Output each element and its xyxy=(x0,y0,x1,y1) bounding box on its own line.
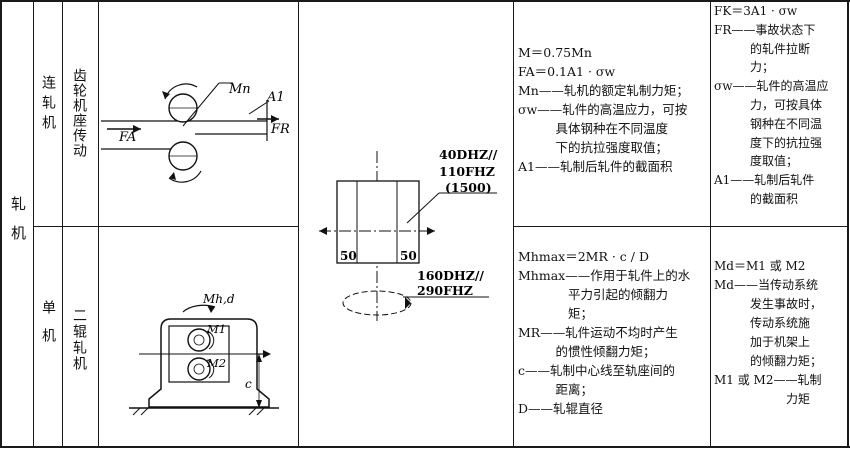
col-line-5 xyxy=(513,0,514,448)
dim-right: 50 xyxy=(400,249,417,263)
formula-line: 平力引起的倾翻力 xyxy=(518,287,669,302)
accident-line: FK＝3A1 · σw xyxy=(714,4,798,18)
center-code-top-1: 40DHZ// xyxy=(439,147,498,162)
formula-line: σw——轧件的高温应力，可按 xyxy=(518,102,688,117)
center-code-top-2: 110FHZ xyxy=(439,164,495,179)
formula-line: 的惯性倾翻力矩； xyxy=(518,344,656,359)
accident-line: A1——轧制后轧件 xyxy=(714,173,815,188)
single-drive-label: 二辊轧机 xyxy=(71,308,87,372)
label-a1: A1 xyxy=(266,90,285,105)
row-divider-left xyxy=(33,226,298,227)
formula-line: M＝0.75Mn xyxy=(518,45,592,60)
col-line-6 xyxy=(710,0,711,448)
two-roll-mill-figure: Mh,d M1 M2 c xyxy=(129,292,279,416)
border-bottom xyxy=(0,446,850,448)
accident-line: M1 或 M2——轧制 xyxy=(714,373,822,387)
upper-roll-2 xyxy=(187,328,211,352)
row-group-char-2: 机 xyxy=(9,225,27,242)
formula-line: Mhmax——作用于轧件上的水 xyxy=(518,268,691,283)
formula-line: 距离； xyxy=(518,382,594,397)
accident-line: Md——当传动系统 xyxy=(714,278,818,292)
accident-line: 钢种在不同温 xyxy=(714,116,823,131)
accident-line: 的截面积 xyxy=(714,191,799,206)
continuous-drive-label: 齿轮机座传动 xyxy=(71,68,87,158)
row-group-char-1: 轧 xyxy=(9,196,27,213)
accident-line: σw——轧件的高温应 xyxy=(714,79,829,94)
center-code-top-3: (1500) xyxy=(445,180,492,195)
accident-line: 度取值； xyxy=(714,154,799,169)
lower-roll-2 xyxy=(187,357,211,381)
formula-line: D——轧辊直径 xyxy=(518,401,604,416)
continuous-mill-figure: Mn A1 FA FR xyxy=(101,82,290,183)
label-c: c xyxy=(245,377,252,391)
row-divider-right xyxy=(513,226,848,227)
col-line-4 xyxy=(298,0,299,448)
accident-line: 力； xyxy=(714,60,775,75)
border-left xyxy=(0,0,2,448)
accident-line: 力矩 xyxy=(714,392,811,406)
formula-line: Mhmax＝2MR · c / D xyxy=(518,249,649,264)
single-accident: Md＝M1 或 M2 Md——当传动系统 发生事故时， 传动系统施 加于机架上 … xyxy=(714,257,822,409)
single-type-label: 单机 xyxy=(40,300,56,356)
formula-line: A1——轧制后轧件的截面积 xyxy=(518,159,673,174)
formula-line: FA＝0.1A1 · σw xyxy=(518,64,616,79)
formula-line: c——轧制中心线至轨座间的 xyxy=(518,363,676,378)
continuous-type-label: 连轧机 xyxy=(40,75,56,135)
accident-line: 度下的抗拉强 xyxy=(714,135,823,150)
continuous-formulas: M＝0.75Mn FA＝0.1A1 · σw Mn——轧机的额定轧制力矩； σw… xyxy=(518,43,689,176)
label-mhd: Mh,d xyxy=(202,292,235,306)
formula-line: MR——轧件运动不均时产生 xyxy=(518,325,678,340)
accident-line: 力，可按具体 xyxy=(714,97,823,112)
label-m1: M1 xyxy=(206,322,226,336)
formula-line: 矩； xyxy=(518,306,594,321)
col-line-2 xyxy=(62,0,63,448)
dim-left: 50 xyxy=(340,249,357,263)
label-m2: M2 xyxy=(206,356,226,370)
row-group-label: 轧机 xyxy=(8,196,29,242)
border-top xyxy=(0,0,850,2)
accident-line: 传动系统施 xyxy=(714,316,811,330)
formula-line: 下的抗拉强度取值； xyxy=(518,140,669,155)
accident-line: Md＝M1 或 M2 xyxy=(714,259,806,273)
label-fr: FR xyxy=(270,122,290,137)
accident-line: 的倾翻力矩； xyxy=(714,354,823,368)
accident-line: 发生事故时， xyxy=(714,297,823,311)
center-code-bottom-1: 160DHZ// xyxy=(417,268,484,283)
formula-line: Mn——轧机的额定轧制力矩； xyxy=(518,83,689,98)
col-line-1 xyxy=(33,0,34,448)
label-mn: Mn xyxy=(228,82,251,97)
accident-line: 的轧件拉断 xyxy=(714,41,811,56)
label-fa: FA xyxy=(118,130,136,145)
accident-line: FR——事故状态下 xyxy=(714,22,816,37)
col-line-3 xyxy=(98,0,99,448)
center-code-bottom-2: 290FHZ xyxy=(417,283,473,298)
formula-line: 具体钢种在不同温度 xyxy=(518,121,669,136)
continuous-accident: FK＝3A1 · σw FR——事故状态下 的轧件拉断 力； σw——轧件的高温… xyxy=(714,2,828,209)
border-right xyxy=(847,0,849,448)
single-formulas: Mhmax＝2MR · c / D Mhmax——作用于轧件上的水 平力引起的倾… xyxy=(518,247,690,418)
accident-line: 加于机架上 xyxy=(714,335,811,349)
foundation-bolt-figure: 40DHZ// 110FHZ (1500) 50 50 160DHZ// 290… xyxy=(319,147,498,321)
